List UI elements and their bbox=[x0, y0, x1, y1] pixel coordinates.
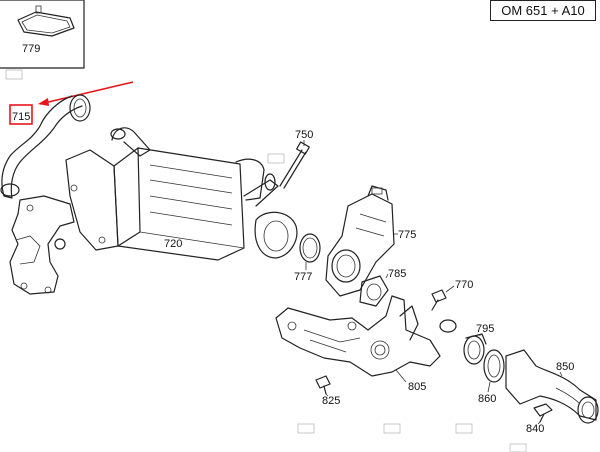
inset-779: 779 bbox=[0, 0, 85, 69]
callout-770: 770 bbox=[455, 279, 473, 291]
ref-box bbox=[297, 423, 315, 434]
callout-785: 785 bbox=[388, 268, 406, 280]
bracket-805[interactable] bbox=[275, 295, 457, 377]
gasket-779[interactable] bbox=[17, 5, 75, 37]
callout-750: 750 bbox=[295, 129, 313, 141]
ref-box bbox=[509, 443, 527, 452]
callout-805: 805 bbox=[408, 381, 426, 393]
ref-box bbox=[5, 69, 23, 80]
callout-840: 840 bbox=[526, 423, 544, 435]
callout-777: 777 bbox=[294, 271, 312, 283]
bolt-840[interactable] bbox=[533, 403, 553, 423]
mounting-bracket[interactable] bbox=[9, 195, 75, 295]
callout-860: 860 bbox=[478, 393, 496, 405]
gasket-860[interactable] bbox=[483, 349, 505, 383]
callout-779: 779 bbox=[22, 43, 40, 55]
callout-850: 850 bbox=[556, 361, 574, 373]
bolt-750[interactable] bbox=[279, 141, 310, 189]
egr-pipe-715[interactable] bbox=[0, 94, 91, 199]
callout-715: 715 bbox=[12, 111, 30, 123]
egr-cooler-720[interactable] bbox=[65, 127, 298, 261]
egr-pipe-850[interactable] bbox=[505, 349, 599, 424]
highlight-box-715 bbox=[9, 104, 33, 125]
callout-825: 825 bbox=[322, 395, 340, 407]
ref-box bbox=[383, 423, 401, 434]
ref-box bbox=[455, 423, 473, 434]
engine-model-label: OM 651 + A10 bbox=[490, 0, 596, 21]
ref-box bbox=[267, 153, 285, 164]
bolt-825[interactable] bbox=[315, 375, 331, 395]
callout-720: 720 bbox=[164, 238, 182, 250]
callout-795: 795 bbox=[476, 323, 494, 335]
gasket-785[interactable] bbox=[359, 275, 389, 307]
highlight-arrow bbox=[38, 81, 134, 106]
clamp-795[interactable] bbox=[463, 333, 487, 365]
gasket-777[interactable] bbox=[299, 233, 321, 263]
egr-valve-775[interactable] bbox=[325, 185, 395, 297]
callout-775: 775 bbox=[398, 229, 416, 241]
bolt-770[interactable] bbox=[431, 289, 447, 311]
